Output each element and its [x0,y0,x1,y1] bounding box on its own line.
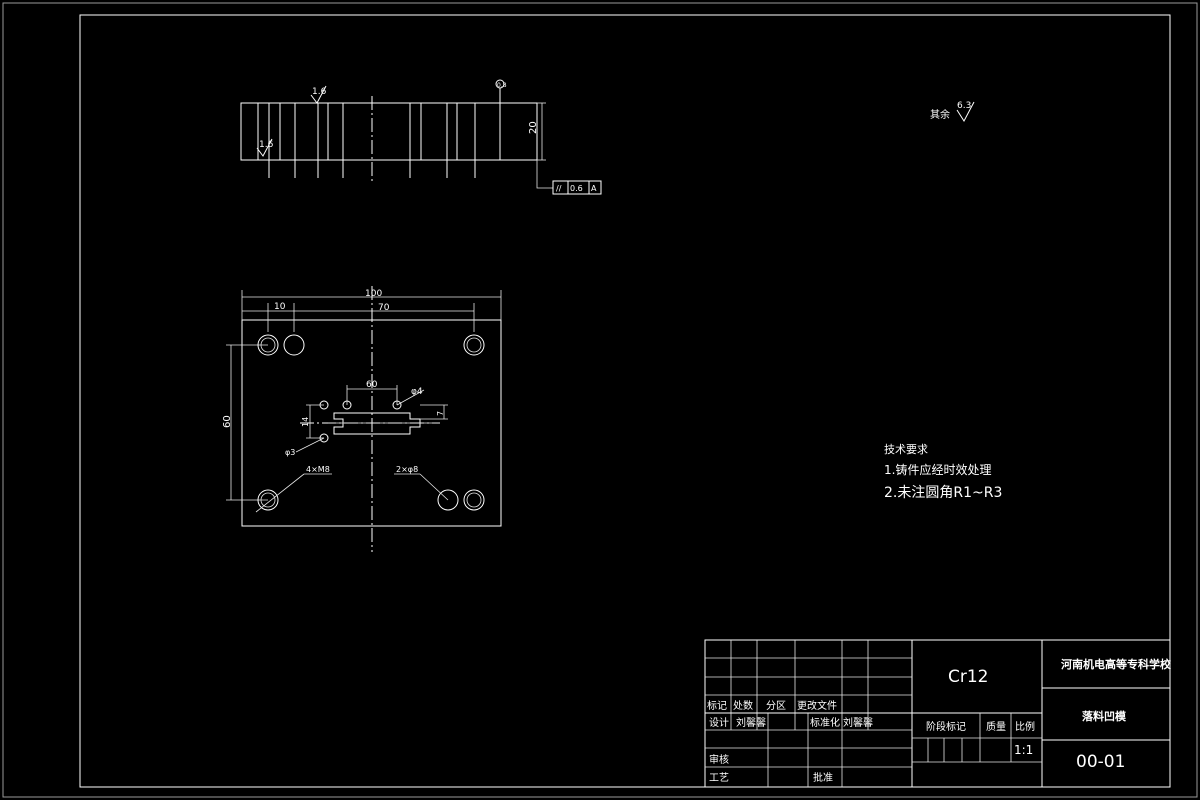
tolerance-symbol: // [556,184,562,193]
surface-finish-note: 其余 6.3 [930,101,975,122]
tolerance-value: 0.6 [570,184,583,193]
dim-span: 70 [378,303,390,313]
dim-hole-tiny: φ3 [285,448,295,457]
roughness-label-1: 1.6 [312,87,327,97]
stage-mark-label: 阶段标记 [926,720,966,733]
tech-item-1: 1.铸件应经时效处理 [884,462,991,477]
school-name: 河南机电高等专科学校 [1061,657,1172,671]
drawing-number: 00-01 [1076,752,1125,772]
roughness-label-2: 1.6 [259,140,274,150]
designer-name: 刘馨馨 [736,716,766,729]
dim-hole-small: φ4 [411,387,423,397]
top-view: 1.6 1.6 0.8 20 // 0.6 A [240,79,602,195]
dim-inner: 60 [366,380,378,390]
dim-slot-height: 14 [301,417,310,427]
dim-slot-depth: 7 [436,411,445,416]
change-doc-label: 更改文件 [797,699,837,712]
dim-total: 100 [365,289,382,299]
standardize-label: 标准化 [810,716,840,729]
approve-label: 批准 [813,771,833,784]
drawing-border [79,14,1171,788]
roughness-label-3: 0.8 [497,82,507,89]
scale-value: 1:1 [1014,743,1033,757]
tech-requirements: 技术要求 1.铸件应经时效处理 2.未注圆角R1~R3 [884,443,1002,501]
standardizer-name: 刘馨馨 [843,716,873,729]
surface-value: 6.3 [957,101,971,111]
ratio-label: 比例 [1015,720,1035,733]
design-label: 设计 [709,716,729,729]
process-label: 工艺 [709,772,729,784]
callout-pins: 2×φ8 [396,465,418,474]
tech-item-2: 2.未注圆角R1~R3 [884,485,1002,501]
dim-plan-height: 60 [222,415,233,428]
mark-label: 标记 [707,700,727,712]
tolerance-frame [552,180,602,195]
top-view-body [240,102,538,161]
tech-title: 技术要求 [884,443,928,456]
title-block: Cr12 河南机电高等专科学校 落料凹模 00-01 1:1 阶段标记 质量 比… [704,639,1172,788]
count-label: 处数 [733,699,753,712]
material: Cr12 [948,667,989,687]
top-height-dim: 20 [528,121,539,134]
review-label: 审核 [709,753,729,766]
zone-label: 分区 [766,700,786,712]
plan-view: 100 10 70 60 60 φ4 [222,286,502,552]
part-name: 落料凹模 [1082,709,1127,723]
tolerance-datum: A [591,184,597,193]
surface-label: 其余 [930,108,950,121]
die-opening [333,412,421,435]
callout-threads: 4×M8 [306,465,330,474]
weight-label: 质量 [986,721,1006,733]
dim-left: 10 [274,302,286,312]
